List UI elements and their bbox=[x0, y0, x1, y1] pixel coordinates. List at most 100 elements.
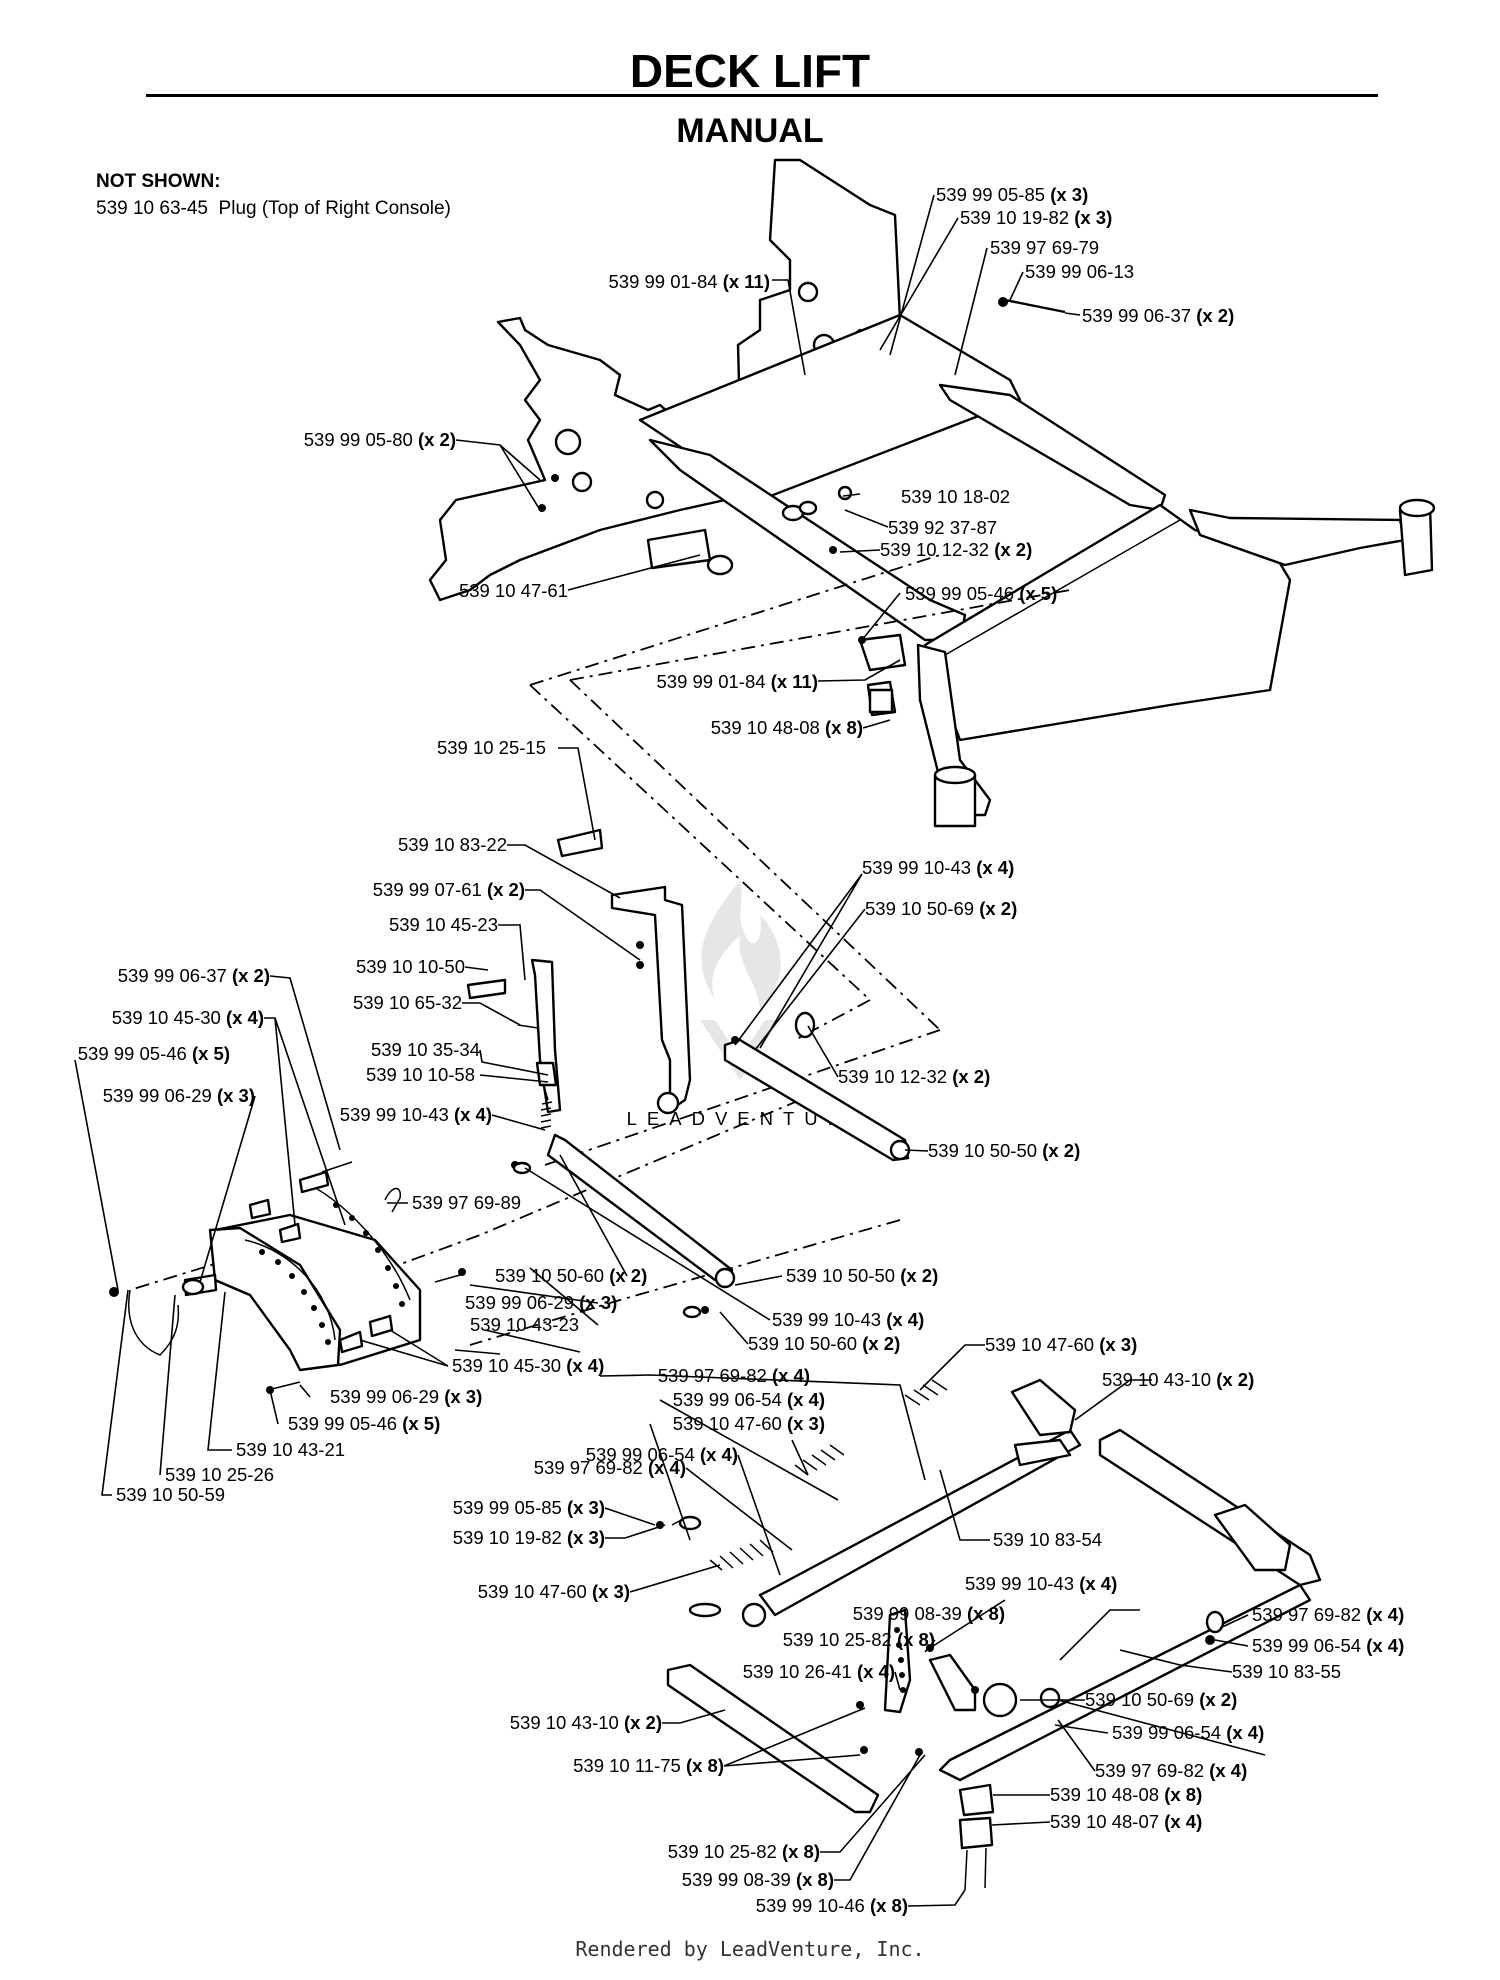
callout: 539 10 25-82 (x 8) bbox=[668, 1841, 820, 1862]
callout: 539 10 50-60 (x 2) bbox=[748, 1333, 900, 1354]
callout: 539 10 10-58 bbox=[366, 1064, 475, 1085]
plate-hole bbox=[645, 490, 665, 510]
nut bbox=[1205, 1635, 1215, 1645]
spring bbox=[794, 1444, 845, 1476]
lift-shaft-assembly bbox=[656, 1378, 1322, 1891]
callout: 539 99 01-84 (x 11) bbox=[609, 271, 771, 292]
callout: 539 10 25-82 (x 8) bbox=[783, 1629, 935, 1650]
bolt bbox=[860, 1746, 868, 1754]
callout: 539 99 05-46 (x 5) bbox=[78, 1043, 230, 1064]
spring bbox=[904, 1379, 948, 1406]
bracket-block bbox=[858, 633, 907, 672]
bolt-shaft bbox=[434, 1274, 461, 1283]
callout: 539 97 69-79 bbox=[990, 237, 1099, 258]
callout: 539 92 37-87 bbox=[888, 517, 997, 538]
callout-labels: 539 99 05-85 (x 3) 539 10 19-82 (x 3) 53… bbox=[78, 184, 1404, 1916]
nut bbox=[998, 297, 1008, 307]
spring bbox=[709, 1539, 774, 1571]
bolt bbox=[636, 941, 644, 949]
quadrant-arc bbox=[244, 1239, 336, 1341]
pin bbox=[512, 1161, 532, 1175]
callout: 539 99 06-37 (x 2) bbox=[1082, 305, 1234, 326]
callout: 539 10 50-50 (x 2) bbox=[786, 1265, 938, 1286]
frame-assembly bbox=[428, 158, 1436, 828]
nut bbox=[915, 1748, 923, 1756]
callout: 539 99 05-85 (x 3) bbox=[453, 1497, 605, 1518]
assembly-line bbox=[529, 684, 871, 1001]
left-leg bbox=[916, 643, 992, 817]
quadrant-tab bbox=[298, 1170, 330, 1194]
lift-shaft-upper bbox=[758, 1428, 1082, 1617]
callout: 539 10 43-10 (x 2) bbox=[1102, 1369, 1254, 1390]
spring-end bbox=[688, 1602, 722, 1618]
callout: 539 99 05-46 (x 5) bbox=[288, 1413, 440, 1434]
callout: 539 10 18-02 bbox=[901, 486, 1010, 507]
lock-rod bbox=[530, 958, 562, 1114]
spacer bbox=[248, 1198, 272, 1220]
bolt-shaft bbox=[267, 1381, 301, 1391]
callout: 539 99 07-61 (x 2) bbox=[373, 879, 525, 900]
bolt bbox=[636, 961, 644, 969]
watermark-text: LEADVENTURE bbox=[627, 1108, 874, 1129]
pin bbox=[466, 978, 507, 1000]
footer-credit: Rendered by LeadVenture, Inc. bbox=[575, 1937, 925, 1961]
title-rule bbox=[146, 94, 1378, 97]
shaft-collar bbox=[1013, 1438, 1072, 1467]
callout: 539 10 43-21 bbox=[236, 1439, 345, 1460]
callout: 539 10 11-75 (x 8) bbox=[573, 1755, 724, 1776]
callout: 539 99 06-29 (x 3) bbox=[465, 1292, 617, 1313]
callout: 539 10 47-61 bbox=[459, 580, 568, 601]
link-rod-upper bbox=[723, 1038, 910, 1162]
callout: 539 99 06-54 (x 4) bbox=[1112, 1722, 1264, 1743]
callout: 539 10 47-60 (x 3) bbox=[478, 1581, 630, 1602]
callout: 539 10 12-32 (x 2) bbox=[838, 1066, 990, 1087]
callout: 539 10 12-32 (x 2) bbox=[880, 539, 1032, 560]
height-adjust-assembly bbox=[109, 1161, 466, 1394]
callout: 539 99 08-39 (x 8) bbox=[853, 1603, 1005, 1624]
washer bbox=[1039, 1687, 1061, 1709]
callout: 539 10 83-22 bbox=[398, 834, 507, 855]
callout: 539 99 10-46 (x 8) bbox=[756, 1895, 908, 1916]
plate-hole bbox=[554, 428, 582, 456]
bolt bbox=[829, 546, 837, 554]
callout: 539 97 69-82 (x 4) bbox=[1252, 1604, 1404, 1625]
lift-arm bbox=[1010, 1378, 1077, 1437]
callout: 539 97 69-82 (x 4) bbox=[658, 1365, 810, 1386]
left-side-plate bbox=[428, 316, 727, 602]
assembly-line bbox=[469, 1219, 901, 1346]
nut bbox=[109, 1287, 119, 1297]
callout: 539 99 06-54 (x 4) bbox=[673, 1389, 825, 1410]
lift-pedal-assembly bbox=[384, 828, 911, 1319]
callout: 539 99 05-85 (x 3) bbox=[936, 184, 1088, 205]
callout: 539 99 06-29 (x 3) bbox=[103, 1085, 255, 1106]
callout: 539 10 50-69 (x 2) bbox=[865, 898, 1017, 919]
callout: 539 97 69-82 (x 4) bbox=[1095, 1760, 1247, 1781]
bushing bbox=[794, 1011, 816, 1039]
nut bbox=[837, 485, 853, 501]
callout: 539 10 26-41 (x 4) bbox=[743, 1661, 895, 1682]
callout: 539 99 05-46 (x 5) bbox=[905, 583, 1057, 604]
bolt bbox=[551, 474, 559, 482]
callout: 539 10 50-59 bbox=[116, 1484, 225, 1505]
callout: 539 10 47-60 (x 3) bbox=[673, 1413, 825, 1434]
callout: 539 99 06-29 (x 3) bbox=[330, 1386, 482, 1407]
nut bbox=[458, 1268, 466, 1276]
callout: 539 10 43-23 bbox=[470, 1314, 579, 1335]
spring bbox=[540, 1089, 553, 1129]
bolt bbox=[856, 1701, 864, 1709]
handle-knob bbox=[181, 1278, 205, 1296]
pin bbox=[682, 1305, 702, 1319]
column-hole bbox=[797, 281, 819, 303]
callout: 539 99 05-80 (x 2) bbox=[304, 429, 456, 450]
adjust-link-holes bbox=[894, 1627, 906, 1693]
adjust-link bbox=[883, 1608, 912, 1714]
callout: 539 99 10-43 (x 4) bbox=[772, 1309, 924, 1330]
shaft-eye bbox=[741, 1602, 767, 1628]
callout: 539 10 83-54 bbox=[993, 1529, 1102, 1550]
callout: 539 10 50-60 (x 2) bbox=[495, 1265, 647, 1286]
lift-shaft-lower bbox=[938, 1583, 1312, 1782]
callout: 539 97 69-89 bbox=[412, 1192, 521, 1213]
nut bbox=[971, 1686, 979, 1694]
callout: 539 99 06-13 bbox=[1025, 261, 1134, 282]
callout: 539 10 45-30 (x 4) bbox=[452, 1355, 604, 1376]
